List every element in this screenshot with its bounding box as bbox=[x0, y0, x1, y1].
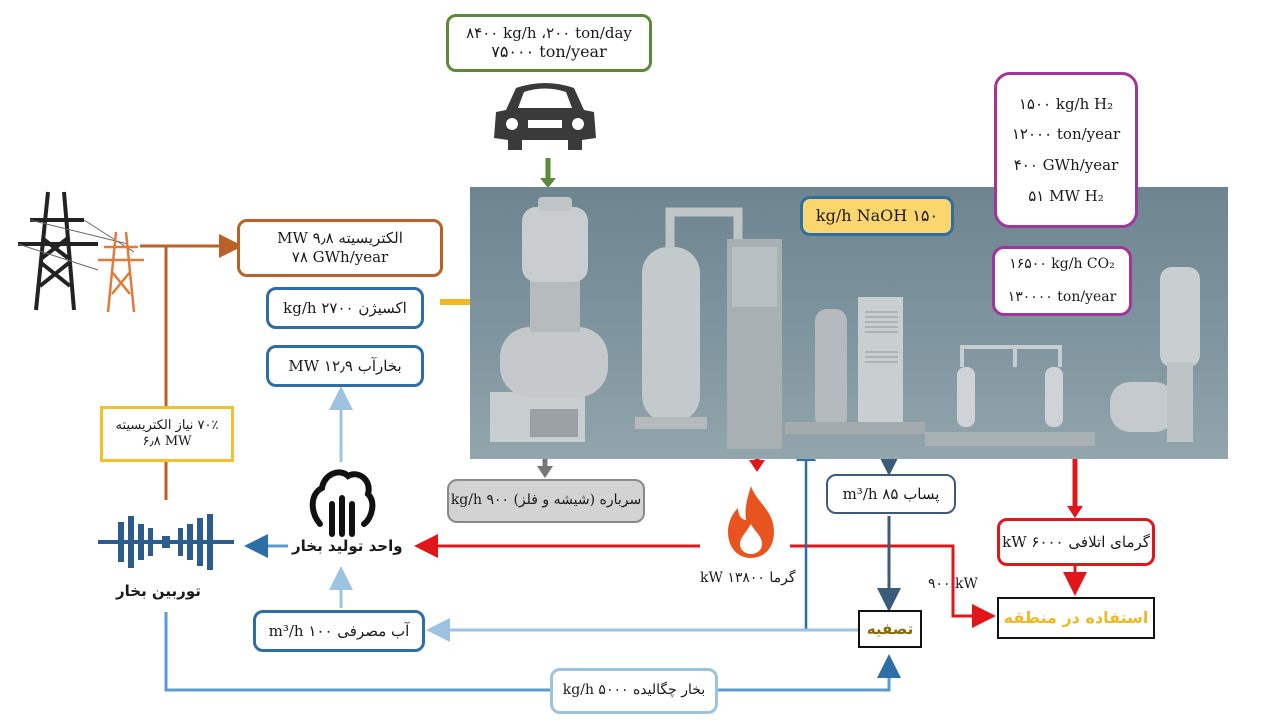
naoh-box: ۱۵۰ kg/h NaOH bbox=[800, 196, 954, 236]
electricity-box: الکتریسیته MW ۹٫۸ ۷۸ GWh/year bbox=[237, 219, 443, 277]
co2-rate: ۱۶۵۰۰ kg/h CO₂ bbox=[1009, 255, 1115, 272]
condensate-rate: بخار چگالیده kg/h ۵۰۰۰ bbox=[562, 682, 706, 699]
heat-branch-label: ۹۰۰ kW bbox=[928, 576, 978, 592]
naoh-rate: ۱۵۰ kg/h NaOH bbox=[815, 206, 939, 225]
steam-cloud-icon bbox=[309, 469, 376, 537]
fire-icon bbox=[728, 486, 774, 558]
feed-annual: ۷۵۰۰۰ ton/year bbox=[491, 42, 607, 62]
slag-box: سرباره (شیشه و فلز) kg/h ۹۰۰ bbox=[447, 479, 645, 523]
hydrogen-energy: ۴۰۰ GWh/year bbox=[1013, 156, 1119, 174]
wastewater-rate: پساب m³/h ۸۵ bbox=[842, 484, 940, 503]
electricity-annual: ۷۸ GWh/year bbox=[291, 248, 389, 266]
feed-capacity-box: ۸۴۰۰ kg/h ،۲۰۰ ton/day ۷۵۰۰۰ ton/year bbox=[446, 14, 652, 72]
oxygen-rate: اکسیژن kg/h ۲۷۰۰ bbox=[283, 298, 407, 317]
co2-output-box: ۱۶۵۰۰ kg/h CO₂ ۱۳۰۰۰۰ ton/year bbox=[992, 246, 1132, 316]
hydrogen-output-box: ۱۵۰۰ kg/h H₂ ۱۲۰۰۰ ton/year ۴۰۰ GWh/year… bbox=[994, 72, 1138, 228]
co2-annual: ۱۳۰۰۰۰ ton/year bbox=[1007, 289, 1117, 305]
waste-heat-box: گرمای اتلافی kW ۶۰۰۰ bbox=[997, 518, 1155, 566]
condensate-box: بخار چگالیده kg/h ۵۰۰۰ bbox=[550, 668, 718, 714]
electricity-share-box: ۷۰٪ نیاز الکتریسیته ۶٫۸ MW bbox=[100, 406, 234, 462]
hydrogen-rate: ۱۵۰۰ kg/h H₂ bbox=[1018, 94, 1114, 113]
electricity-share-power: ۶٫۸ MW bbox=[142, 434, 192, 449]
hydrogen-power: ۵۱ MW H₂ bbox=[1028, 186, 1104, 205]
power-tower-icon bbox=[17, 191, 144, 313]
turbine-icon bbox=[98, 514, 234, 570]
oxygen-box: اکسیژن kg/h ۲۷۰۰ bbox=[266, 287, 424, 329]
steam-unit-label: واحد تولید بخار bbox=[292, 537, 403, 555]
steam-input-power: بخارآب MW ۱۲٫۹ bbox=[288, 356, 402, 375]
waste-heat-rate: گرمای اتلافی kW ۶۰۰۰ bbox=[1002, 532, 1150, 551]
electricity-share-percent: ۷۰٪ نیاز الکتریسیته bbox=[115, 417, 219, 433]
gasification-plant-illustration bbox=[490, 197, 1200, 449]
feed-rate: ۸۴۰۰ kg/h ،۲۰۰ ton/day bbox=[466, 23, 632, 42]
heat-to-region-line bbox=[790, 544, 996, 628]
water-consumption-box: آب مصرفی m³/h ۱۰۰ bbox=[253, 610, 425, 652]
regional-use-label: استفاده در منطقه bbox=[1003, 608, 1149, 627]
slag-rate: سرباره (شیشه و فلز) kg/h ۹۰۰ bbox=[450, 492, 642, 509]
scrap-car-icon bbox=[494, 83, 596, 150]
hydrogen-annual: ۱۲۰۰۰ ton/year bbox=[1011, 125, 1121, 144]
regional-use-box: استفاده در منطقه bbox=[997, 597, 1155, 639]
electricity-power: الکتریسیته MW ۹٫۸ bbox=[277, 229, 403, 248]
treatment-box: تصفیه bbox=[858, 610, 922, 648]
plant-equipment-image bbox=[470, 187, 1228, 459]
steam-turbine-label: توربین بخار bbox=[116, 582, 201, 600]
steam-input-box: بخارآب MW ۱۲٫۹ bbox=[266, 345, 424, 387]
water-consumption-rate: آب مصرفی m³/h ۱۰۰ bbox=[268, 621, 410, 640]
heat-label: گرما kW ۱۳۸۰۰ bbox=[700, 570, 796, 586]
treatment-label: تصفیه bbox=[866, 619, 914, 638]
condensate-line bbox=[164, 612, 901, 692]
wastewater-box: پساب m³/h ۸۵ bbox=[826, 474, 956, 514]
